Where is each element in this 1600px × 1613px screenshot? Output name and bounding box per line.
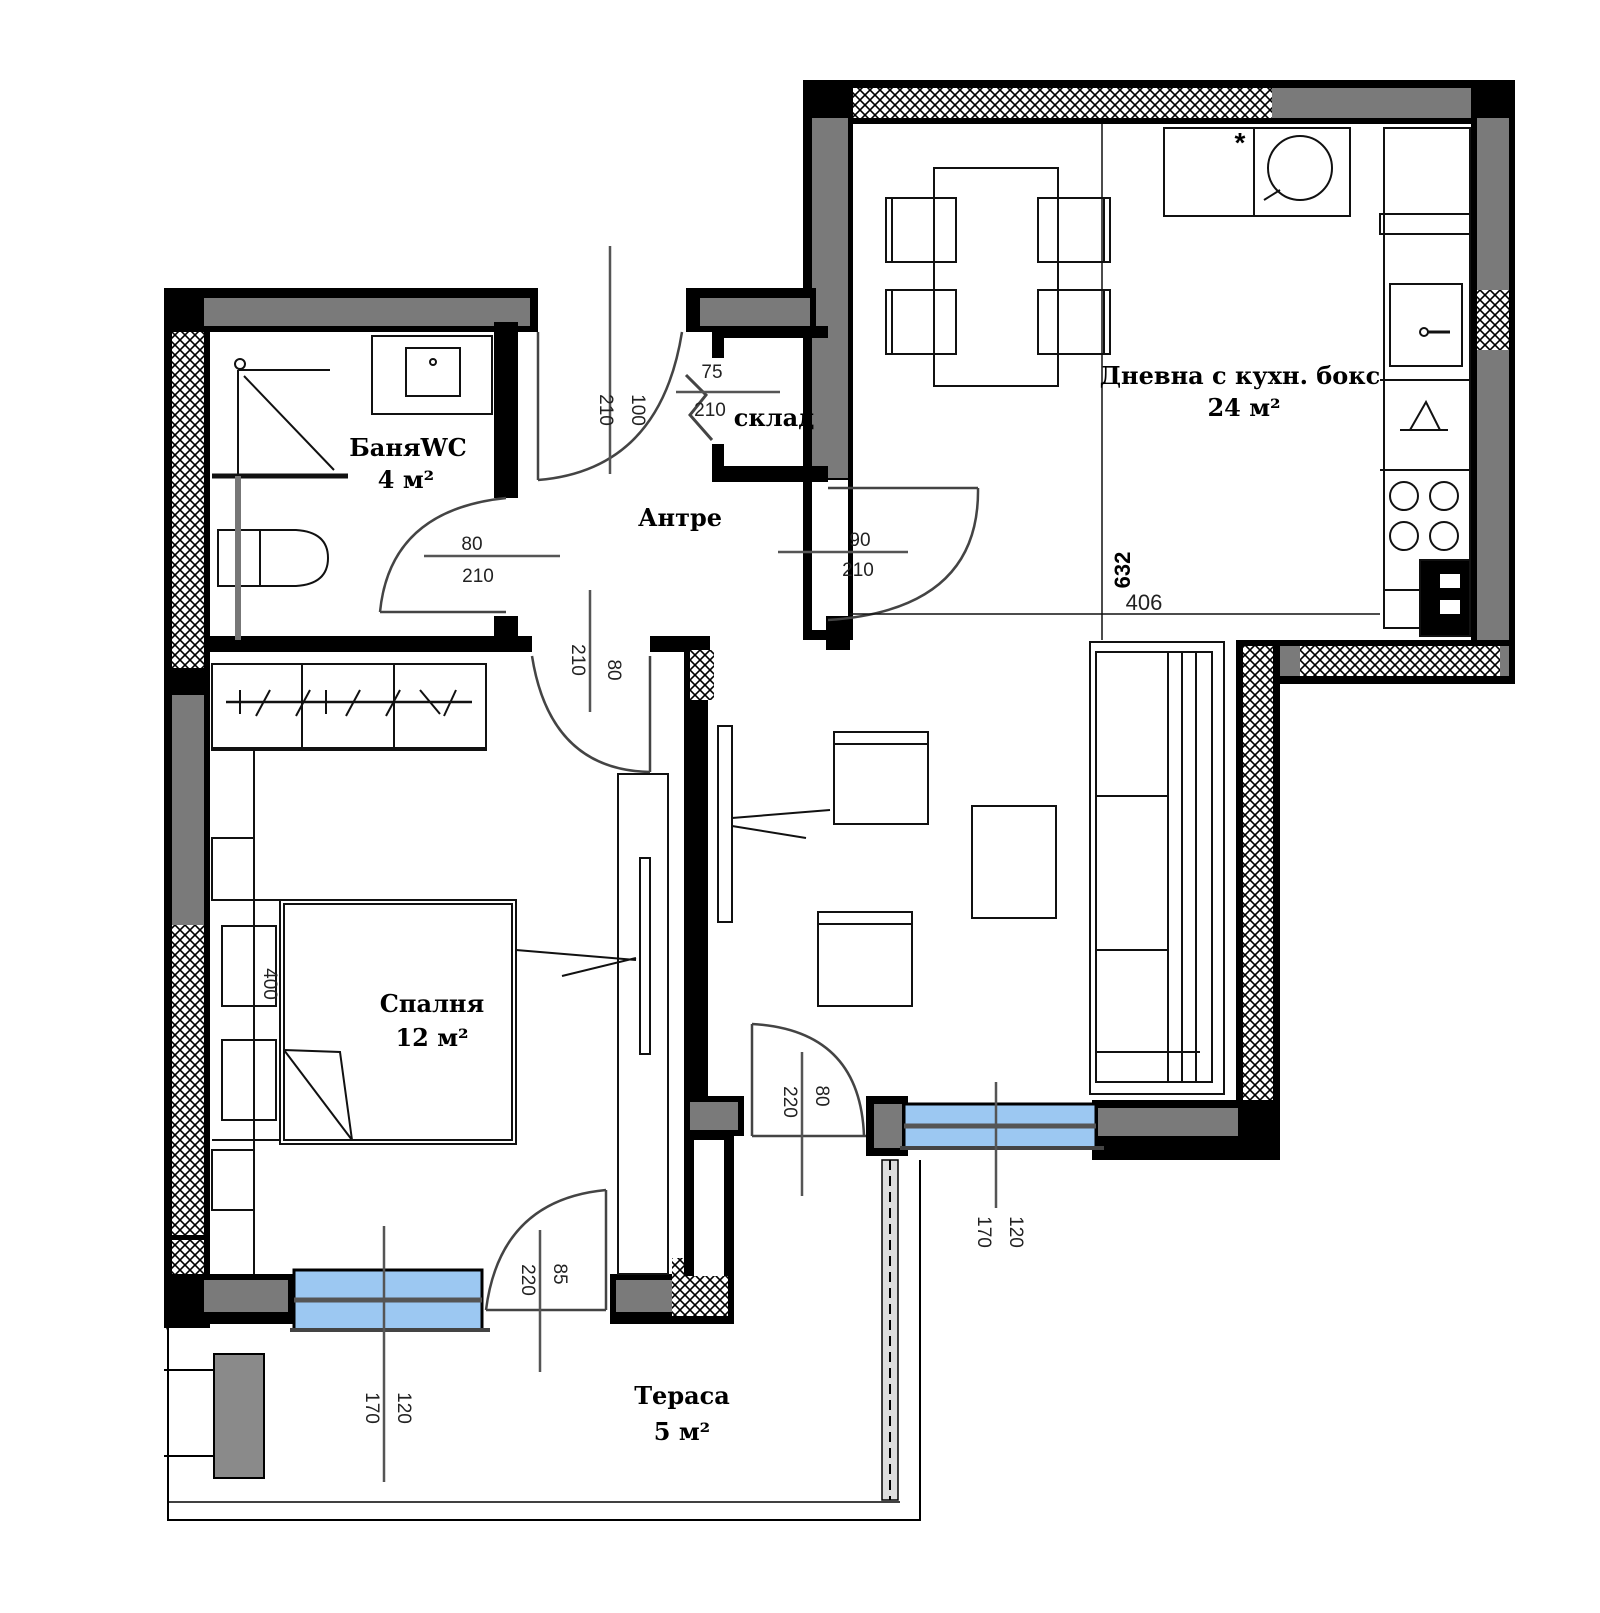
room-area-living: 24 м² bbox=[1207, 393, 1280, 422]
dim-living-window-height: 170 bbox=[973, 1216, 994, 1248]
room-name-living: Дневна с кухн. бокс bbox=[1100, 361, 1381, 390]
outer-walls bbox=[164, 80, 1515, 1328]
dim-bedroom-window-width: 120 bbox=[393, 1392, 414, 1424]
room-area-bedroom: 12 м² bbox=[395, 1023, 468, 1052]
dim-bath-door-width: 80 bbox=[461, 534, 482, 555]
dim-storage-door-height: 210 bbox=[694, 400, 726, 421]
dim-living-balcony-door-width: 80 bbox=[811, 1085, 832, 1106]
room-name-bathroom: БаняWC bbox=[349, 433, 466, 462]
dim-bath-door-height: 210 bbox=[462, 566, 494, 587]
dim-living-door-width: 90 bbox=[849, 530, 870, 551]
dim-bedroom-balcony-door-width: 85 bbox=[549, 1263, 570, 1284]
dim-living-width: 406 bbox=[1126, 590, 1163, 615]
room-name-hallway: Антре bbox=[638, 503, 722, 532]
dim-bedroom-balcony-door-height: 220 bbox=[517, 1264, 538, 1296]
dim-entrance-door-width: 100 bbox=[627, 394, 648, 426]
doors bbox=[378, 331, 980, 1312]
dim-entrance-door-height: 210 bbox=[595, 394, 616, 426]
furniture bbox=[211, 124, 1471, 1275]
dim-living-window-width: 120 bbox=[1005, 1216, 1026, 1248]
dim-bedroom-door-height: 210 bbox=[567, 644, 588, 676]
dimension-lines bbox=[382, 246, 998, 1482]
dim-living-length: 632 bbox=[1110, 552, 1135, 589]
room-name-bedroom: Спалня bbox=[380, 989, 484, 1018]
room-name-storage: склад bbox=[734, 403, 814, 432]
dim-bedroom-door-width: 80 bbox=[603, 659, 624, 680]
terrace-outline bbox=[164, 1159, 921, 1521]
dim-living-balcony-door-height: 220 bbox=[779, 1086, 800, 1118]
windows bbox=[290, 1102, 1104, 1332]
dim-bedroom-window-height: 170 bbox=[361, 1392, 382, 1424]
dim-living-door-height: 210 bbox=[842, 560, 874, 581]
room-area-terrace: 5 м² bbox=[654, 1417, 710, 1446]
dim-storage-door-width: 75 bbox=[701, 362, 722, 383]
dim-bedroom-width: 400 bbox=[259, 968, 280, 1000]
room-area-bathroom: 4 м² bbox=[378, 465, 434, 494]
kitchen-asterisk-mark: * bbox=[1235, 127, 1246, 158]
room-name-terrace: Тераса bbox=[634, 1381, 730, 1410]
